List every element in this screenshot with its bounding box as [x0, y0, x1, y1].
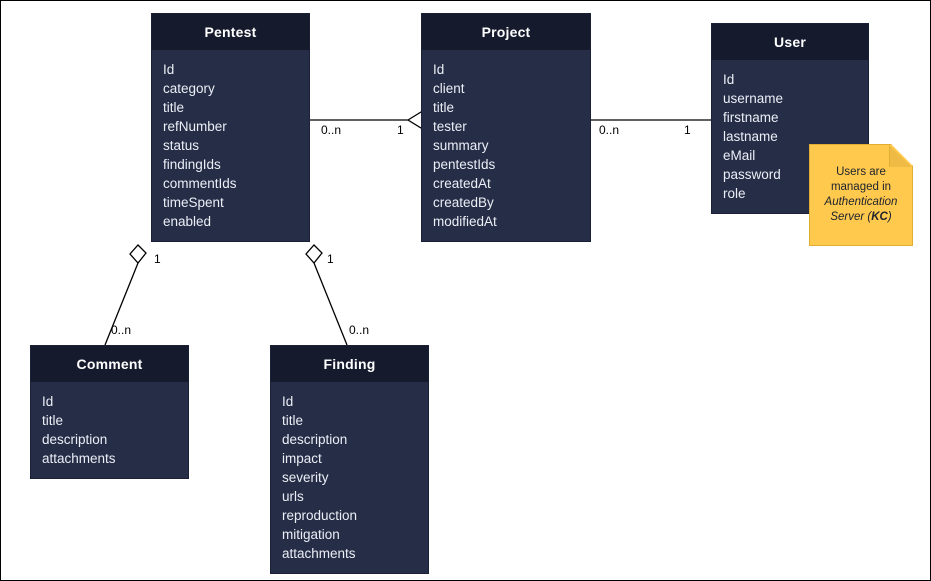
class-box-finding[interactable]: Finding Id title description impact seve…	[270, 345, 429, 574]
attribute-row: title	[433, 100, 455, 115]
note-line-4-prefix: Server (	[830, 211, 872, 223]
attribute-row: tester	[433, 119, 467, 134]
attribute-row: urls	[282, 489, 304, 504]
class-attributes-finding: Id title description impact severity url…	[271, 382, 428, 573]
class-box-user[interactable]: User Id username firstname lastname eMai…	[711, 23, 869, 214]
attribute-row: Id	[433, 62, 445, 77]
class-box-comment[interactable]: Comment Id title description attachments	[30, 345, 189, 479]
class-attributes-comment: Id title description attachments	[31, 382, 188, 478]
class-title-pentest: Pentest	[152, 14, 309, 50]
attribute-row: Id	[42, 394, 54, 409]
attribute-row: title	[282, 413, 304, 428]
attribute-row: severity	[282, 470, 329, 485]
aggregation-diamond-pentest-finding	[305, 244, 323, 265]
attribute-row: title	[163, 100, 185, 115]
class-title-comment: Comment	[31, 346, 188, 382]
class-title-finding: Finding	[271, 346, 428, 382]
attribute-row: timeSpent	[163, 195, 224, 210]
attribute-row: modifiedAt	[433, 214, 497, 229]
class-attributes-project: Id client title tester summary pentestId…	[422, 50, 590, 241]
class-title-user: User	[712, 24, 868, 60]
multiplicity-pentest-comment-target: 0..n	[111, 323, 132, 337]
multiplicity-project-user-source: 0..n	[599, 123, 620, 137]
class-attributes-user: Id username firstname lastname eMail pas…	[712, 60, 868, 213]
attribute-row: title	[42, 413, 64, 428]
class-title-project: Project	[422, 14, 590, 50]
attribute-row: lastname	[723, 129, 778, 144]
multiplicity-project-user-target: 1	[684, 123, 691, 137]
multiplicity-pentest-finding-target: 0..n	[349, 323, 370, 337]
note-line-4: Server (KC)	[819, 210, 903, 225]
attribute-row: findingIds	[163, 157, 221, 172]
attribute-row: attachments	[282, 546, 356, 561]
aggregation-diamond-pentest-comment	[129, 244, 147, 265]
note-line-4-bold: KC	[871, 211, 888, 223]
attribute-row: password	[723, 167, 781, 182]
attribute-row: attachments	[42, 451, 116, 466]
attribute-row: Id	[163, 62, 175, 77]
attribute-row: impact	[282, 451, 322, 466]
attribute-row: firstname	[723, 110, 779, 125]
attribute-row: status	[163, 138, 200, 153]
attribute-row: client	[433, 81, 465, 96]
attribute-row: createdAt	[433, 176, 491, 191]
attribute-row: pentestIds	[433, 157, 496, 172]
attribute-row: reproduction	[282, 508, 358, 523]
multiplicity-pentest-finding-source: 1	[327, 252, 334, 266]
note-line-4-suffix: )	[887, 211, 892, 223]
attribute-row: username	[723, 91, 784, 106]
note-line-3-text: Authentication	[824, 196, 898, 208]
attribute-row: refNumber	[163, 119, 227, 134]
attribute-row: category	[163, 81, 215, 96]
class-attributes-pentest: Id category title refNumber status findi…	[152, 50, 309, 241]
multiplicity-pentest-project-source: 0..n	[321, 123, 342, 137]
note-line-3: Authentication	[819, 195, 903, 210]
attribute-row: createdBy	[433, 195, 494, 210]
class-box-pentest[interactable]: Pentest Id category title refNumber stat…	[151, 13, 310, 242]
multiplicity-pentest-comment-source: 1	[154, 252, 161, 266]
attribute-row: enabled	[163, 214, 212, 229]
attribute-row: Id	[282, 394, 294, 409]
note-fold-corner-icon	[889, 145, 912, 167]
attribute-row: commentIds	[163, 176, 237, 191]
edge-pentest-finding	[313, 262, 348, 346]
attribute-row: mitigation	[282, 527, 340, 542]
attribute-row: Id	[723, 72, 735, 87]
multiplicity-pentest-project-target: 1	[397, 123, 404, 137]
attribute-row: summary	[433, 138, 489, 153]
class-box-project[interactable]: Project Id client title tester summary p…	[421, 13, 591, 242]
attribute-row: role	[723, 186, 746, 201]
note-line-1: Users are	[836, 166, 886, 178]
note-line-2: managed in	[830, 181, 892, 193]
attribute-row: description	[42, 432, 108, 447]
attribute-row: description	[282, 432, 348, 447]
attribute-row: eMail	[723, 148, 756, 163]
sticky-note-user-auth[interactable]: Users are managed in Authentication Serv…	[809, 144, 913, 246]
